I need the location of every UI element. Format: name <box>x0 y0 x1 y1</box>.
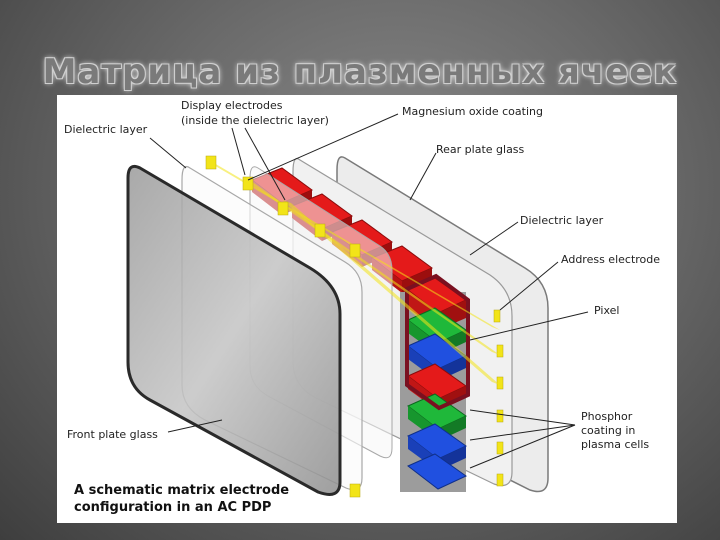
label-front-plate-glass: Front plate glass <box>67 428 158 441</box>
display-electrode-tabs <box>205 155 361 498</box>
label-pixel: Pixel <box>594 304 619 317</box>
pixel-frame <box>405 273 470 411</box>
front-plate-glass <box>126 164 342 496</box>
address-electrodes <box>493 309 504 487</box>
label-phosphor-3: plasma cells <box>581 438 649 451</box>
label-dielectric-layer-left: Dielectric layer <box>64 123 148 136</box>
caption-line-2: configuration in an AC PDP <box>74 500 271 515</box>
label-phosphor-1: Phosphor <box>581 410 633 423</box>
label-display-electrodes: Display electrodes <box>181 99 283 112</box>
label-display-electrodes-sub: (inside the dielectric layer) <box>181 114 329 127</box>
label-phosphor-2: coating in <box>581 424 635 437</box>
pdp-diagram: Dielectric layer Display electrodes (ins… <box>64 99 660 515</box>
caption-line-1: A schematic matrix electrode <box>74 483 289 498</box>
plasma-cells-column <box>400 277 467 492</box>
label-dielectric-layer-right: Dielectric layer <box>520 214 604 227</box>
leader-lines <box>149 113 589 469</box>
label-magnesium-oxide: Magnesium oxide coating <box>402 105 543 118</box>
label-rear-plate-glass: Rear plate glass <box>436 143 525 156</box>
diagram-panel: Dielectric layer Display electrodes (ins… <box>57 95 677 523</box>
label-address-electrode: Address electrode <box>561 253 660 266</box>
slide-title: Матрица из плазменных ячеек <box>42 52 678 92</box>
